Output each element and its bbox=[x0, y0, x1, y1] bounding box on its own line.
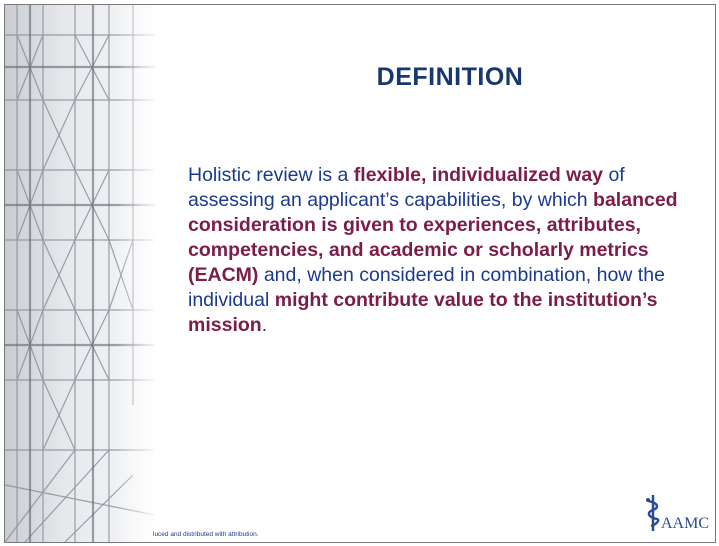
scaffolding-image bbox=[5, 5, 155, 542]
caduceus-icon bbox=[646, 495, 660, 531]
body-emphasis-segment: flexible, individualized way bbox=[353, 164, 604, 186]
attribution-note: luced and distributed with attribution. bbox=[153, 531, 259, 538]
slide: DEFINITION Holistic review is a flexible… bbox=[4, 4, 716, 543]
logo-text: AAMC bbox=[661, 515, 710, 532]
body-text-segment: of assessing an applicant’s capabilities… bbox=[188, 164, 625, 211]
body-emphasis-segment: balanced consideration is given to exper… bbox=[188, 189, 678, 286]
body-emphasis-segment: might contribute value to the institutio… bbox=[188, 289, 658, 336]
definition-paragraph: Holistic review is a flexible, individua… bbox=[188, 163, 713, 338]
body-text-segment: and, when considered in combination, how… bbox=[188, 264, 665, 311]
aamc-logo: AAMC bbox=[645, 493, 715, 538]
side-image-fade bbox=[115, 5, 155, 542]
body-text-segment: . bbox=[261, 314, 268, 336]
body-text-segment: Holistic review is a bbox=[188, 164, 354, 186]
slide-title: DEFINITION bbox=[376, 63, 524, 91]
